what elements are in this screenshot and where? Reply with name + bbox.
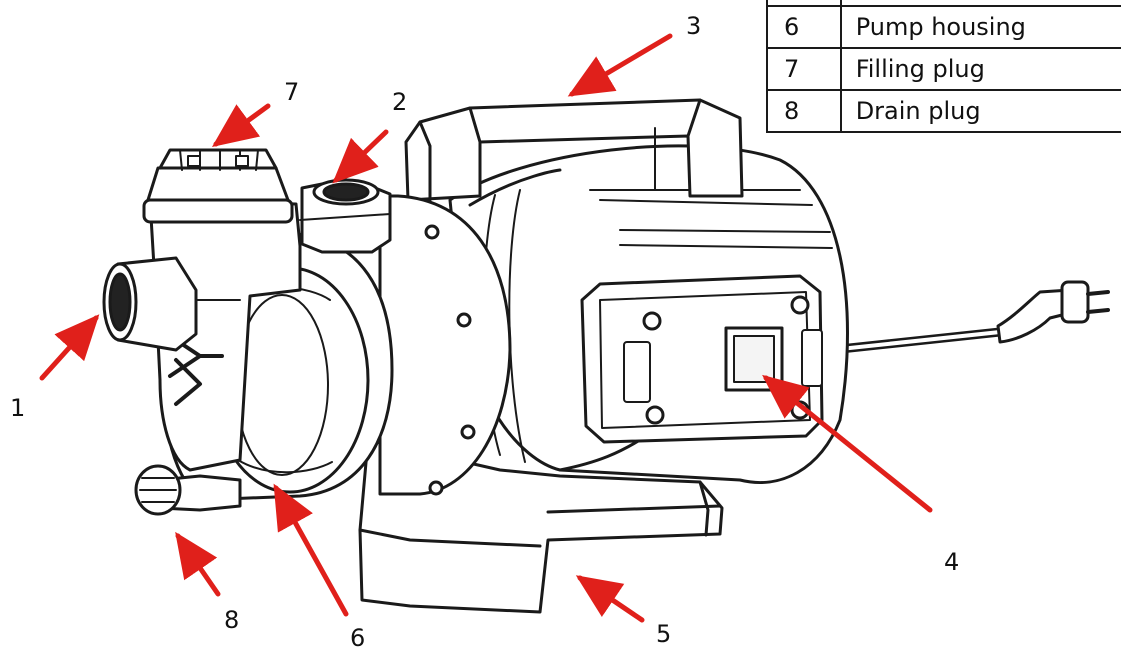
callout-4: 4 <box>944 548 959 576</box>
legend-row-cut <box>766 0 1121 7</box>
pressure-outlet <box>299 178 392 254</box>
callout-labels: 1 2 3 4 5 6 7 8 <box>10 12 959 652</box>
callout-2: 2 <box>392 88 407 116</box>
parts-legend-table: 6 Pump housing 7 Filling plug 8 Drain pl… <box>766 0 1121 133</box>
arrow-1 <box>39 314 100 381</box>
callout-7: 7 <box>284 78 299 106</box>
legend-row: 7 Filling plug <box>766 47 1121 91</box>
arrow-2 <box>332 129 389 184</box>
terminal-box <box>580 274 824 444</box>
filling-plug <box>142 148 294 224</box>
legend-description: Drain plug <box>839 89 1121 133</box>
on-off-switch <box>724 326 784 392</box>
callout-3: 3 <box>686 12 701 40</box>
arrow-3 <box>567 33 673 97</box>
carry-handle <box>404 98 744 202</box>
legend-row: 6 Pump housing <box>766 5 1121 49</box>
callout-arrows <box>39 33 933 623</box>
motor-flange <box>378 194 512 496</box>
drain-plug <box>134 464 242 516</box>
arrow-5 <box>575 575 645 623</box>
legend-number: 8 <box>766 89 842 133</box>
inlet-body <box>148 198 302 472</box>
callout-5: 5 <box>656 620 671 648</box>
callout-6: 6 <box>350 624 365 652</box>
power-cord <box>807 280 1110 357</box>
callout-1: 1 <box>10 394 25 422</box>
callout-8: 8 <box>224 606 239 634</box>
arrow-4 <box>762 374 933 513</box>
legend-number: 7 <box>766 47 842 91</box>
legend-description: Pump housing <box>839 5 1121 49</box>
suction-inlet <box>102 256 198 352</box>
arrow-8 <box>175 531 221 597</box>
legend-description: Filling plug <box>839 47 1121 91</box>
legend-number: 6 <box>766 5 842 49</box>
legend-row: 8 Drain plug <box>766 89 1121 133</box>
arrow-6 <box>273 483 349 617</box>
arrow-7 <box>211 103 271 147</box>
pump-illustration <box>102 98 1110 614</box>
